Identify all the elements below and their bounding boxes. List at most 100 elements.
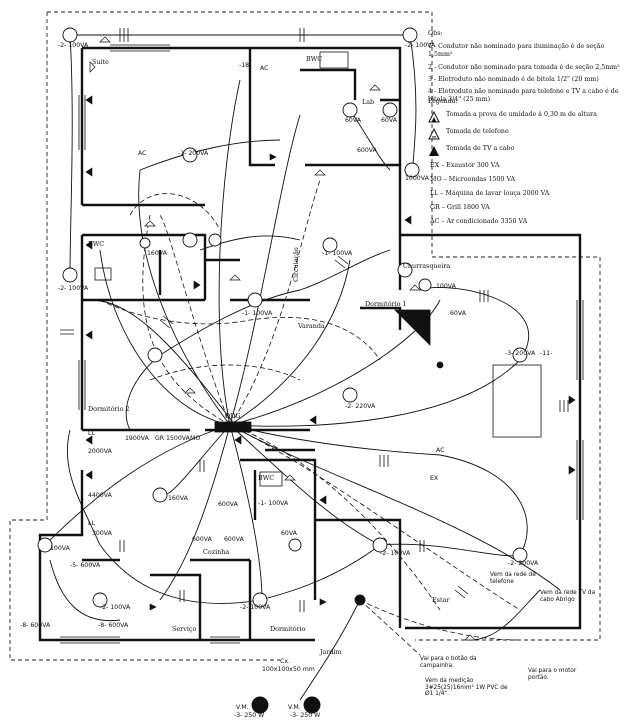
distribution-board-qdg: QDG (225, 412, 241, 420)
circuit-label: -1- 200VA (178, 150, 209, 157)
annotation-doorbell: Vai para o botão da campainha. (420, 656, 477, 669)
lamp-points (37, 27, 528, 714)
legend-label: Tomada de telefone (446, 128, 509, 135)
telephone-socket-icon (428, 128, 440, 140)
room-varanda: Varanda (298, 322, 325, 330)
abbreviation: AC – Ar condicionado 3350 VA (430, 218, 528, 225)
cable-tv-socket-icon (429, 146, 439, 156)
annotation-telephone-feed: Vem da rede de telefone (490, 572, 536, 585)
circuit-label: 300VA (92, 530, 112, 537)
circuit-label: 100VA (436, 283, 456, 290)
note-line: 4 - Eletroduto não nominado para telefon… (428, 87, 619, 104)
room-dormitorio: Dormitório (270, 625, 306, 633)
circuit-label: 60VA (450, 310, 466, 317)
annotation-meter-feed: Vem da medição 3#25(25)16mm² 1W PVC de Ø… (425, 678, 508, 698)
street-lamp-value: -3- 250 W (290, 712, 321, 719)
circuit-label: AC (260, 65, 269, 72)
legend-item: Tomada a prova de umidade à 0,30 m de al… (428, 111, 623, 123)
lot-boundary (9, 11, 601, 661)
circuit-label: -8- 600VA (20, 622, 51, 629)
circuit-label: 60VA (281, 530, 297, 537)
room-dorm-2: Dormitório 2 (88, 405, 130, 413)
circuit-label: -3- 200VA (505, 350, 536, 357)
circuit-label: MO (190, 435, 201, 442)
room-suite: Suíte (92, 58, 109, 66)
room-lab: Lab (362, 98, 375, 106)
circuit-label: -2- 220VA (345, 403, 376, 410)
notes-block: Obs: 1 - Condutor não nominado para ilum… (428, 30, 620, 108)
conductor-ticks (60, 28, 569, 612)
room-jardim: Jardim (320, 648, 342, 656)
circuit-label: -2- 100VA (58, 42, 89, 49)
circuit-label: 600VA (224, 536, 244, 543)
circuit-label: -11- (540, 350, 553, 357)
circuit-label: -2- 100VA (58, 285, 89, 292)
circuit-label: EX (430, 475, 439, 482)
annotation-gate-motor: Vai para o motor portão. (528, 668, 577, 681)
conduit-runs (44, 34, 561, 701)
signal-runs (99, 179, 521, 656)
circuit-label: -2- 100VA (100, 604, 131, 611)
circuit-label: AC (436, 447, 445, 454)
socket-wet-area-icon (428, 111, 440, 123)
circuit-label: -2- 100VA (405, 42, 436, 49)
circuit-label: -2- 100VA (240, 604, 271, 611)
circuit-label: -1- 100VA (322, 250, 353, 257)
room-bwc-3: BWC (258, 474, 275, 482)
circuit-label: -1- 100VA (258, 500, 289, 507)
circuit-label: 160VA (168, 495, 188, 502)
street-lamp-label: V.M. (288, 704, 301, 711)
legend-item: Tomada de TV a cabo (428, 145, 623, 156)
circuit-label: 100VA (50, 545, 70, 552)
abbreviation: GR – Grill 1800 VA (430, 204, 490, 211)
walls (38, 46, 582, 642)
note-line: 3 - Eletroduto não nominado é de bitola … (428, 75, 599, 83)
circuit-label: 600VA (218, 501, 238, 508)
circuit-label: 1900VA (125, 435, 149, 442)
legend-title: Legenda: (428, 98, 458, 105)
legend-label: Tomada de TV a cabo (446, 145, 515, 152)
room-churrasqueira: Churrasqueira (403, 262, 451, 270)
abbreviation: MO – Microondas 1500 VA (430, 176, 516, 183)
circuit-label: 60VA (345, 117, 361, 124)
circuit-label: 600VA (357, 147, 377, 154)
street-lamp-value: -3- 250 W (234, 712, 265, 719)
circuit-label: LL (88, 430, 95, 437)
circuit-label: LL (88, 520, 95, 527)
circuit-label: -18- (239, 62, 252, 69)
annotation-cable-tv-feed: Vem da rede TV da cabo Abrigo (540, 590, 596, 603)
room-circulacao: Circulação (292, 247, 300, 282)
abbreviation: EX – Exaustor 300 VA (430, 162, 500, 169)
circuit-label: -2- 200VA (508, 560, 539, 567)
circuit-label: -5- 600VA (70, 562, 101, 569)
abbreviation: LL – Máquina de lavar louça 2000 VA (430, 190, 550, 197)
room-bwc-2: BWC (88, 240, 105, 248)
legend-label: Tomada a prova de umidade à 0,30 m de al… (446, 111, 597, 118)
note-line: 1 - Condutor não nominado para iluminaçã… (428, 43, 605, 59)
windows (60, 44, 584, 644)
circuit-label: 2000VA (88, 448, 112, 455)
room-dorm-1: Dormitório 1 (365, 300, 407, 308)
circuit-label: 1000VA (405, 175, 429, 182)
room-servico: Serviço (172, 625, 197, 633)
room-cozinha: Cozinha (203, 548, 230, 556)
socket-symbols-hollow (89, 36, 476, 641)
junction-box-label: Cx. (280, 658, 290, 665)
circuit-label: -2- 100VA (380, 550, 411, 557)
room-estar: Estar (432, 596, 450, 604)
circuit-label: -8- 600VA (98, 622, 129, 629)
legend-block: Legenda: Tomada a prova de umidade à 0,3… (428, 98, 623, 232)
circuit-label: AC (138, 150, 147, 157)
circuit-label: 60VA (381, 117, 397, 124)
notes-title: Obs: (428, 30, 443, 37)
room-bwc-suite: BWC (306, 55, 323, 63)
socket-symbols (85, 95, 576, 611)
note-line: 2 - Condutor não nominado para tomada é … (428, 63, 620, 71)
street-lamp-label: V.M. (236, 704, 249, 711)
circuit-label: GR 1500VA (155, 435, 190, 442)
circuit-label: 160VA (147, 250, 167, 257)
circuit-label: 600VA (192, 536, 212, 543)
circuit-label: -1- 100VA (242, 310, 273, 317)
circuit-label: 4400VA (88, 492, 112, 499)
